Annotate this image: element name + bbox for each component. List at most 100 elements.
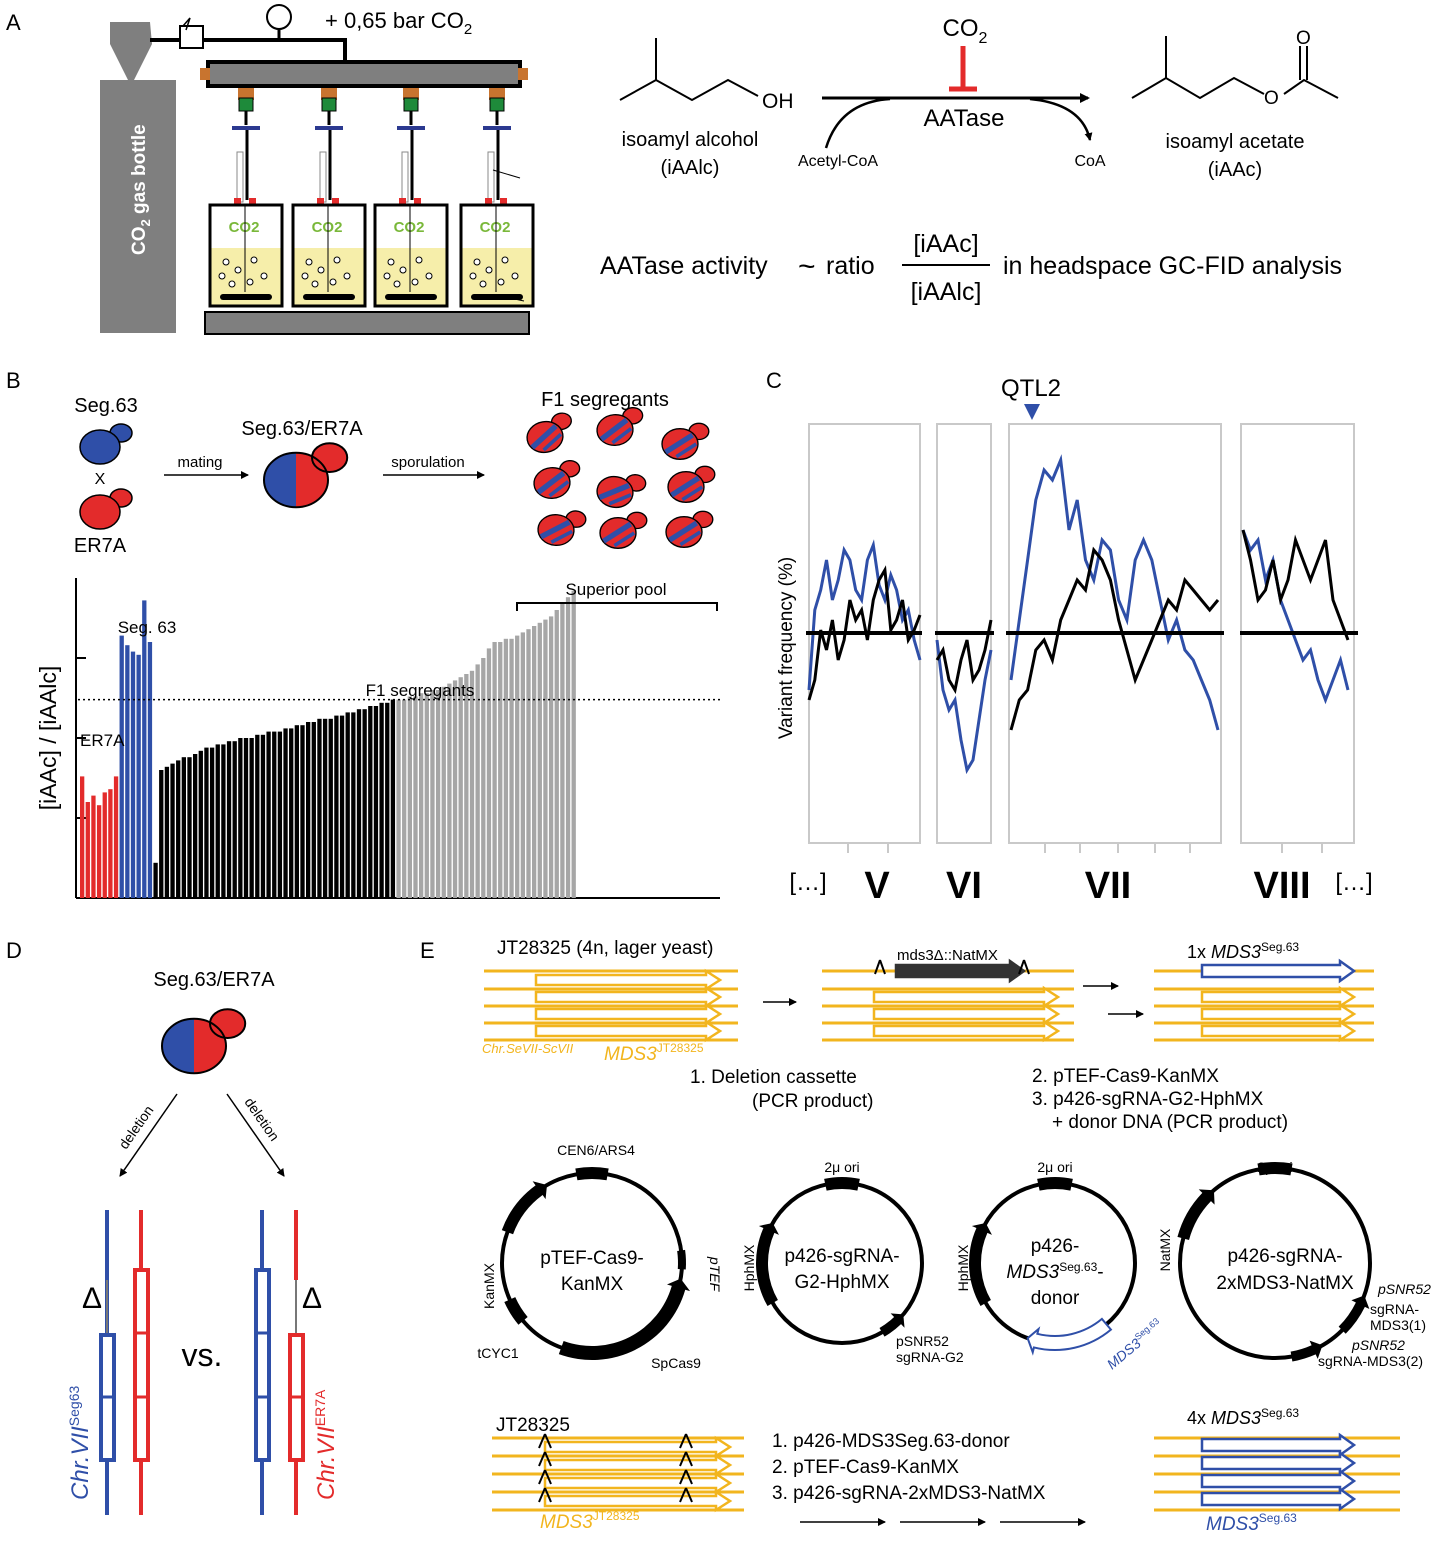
locus-one-copy (1154, 958, 1374, 1043)
f1-cell (667, 465, 716, 503)
formula-denominator: [iAAlc] (911, 278, 982, 306)
chr-label: Chr.SeVII-ScVII (482, 1041, 574, 1056)
p4-promoter2: pSNR52 (1351, 1337, 1405, 1353)
mds3-gene-arrow (872, 1002, 1061, 1026)
bar-f1-segregants (243, 738, 249, 898)
bar-superior-pool (424, 693, 429, 898)
bubble (479, 280, 487, 288)
vial-4: CO2 (459, 88, 535, 308)
panel-d: D Seg.63/ER7A deletion deletion Δ vs. (6, 938, 340, 1515)
mds3-gene-arrow (543, 1471, 733, 1495)
bar-superior-pool (503, 638, 509, 898)
step1-line1: 1. Deletion cassette (690, 1067, 857, 1088)
deletion-arrow-left (119, 1093, 178, 1177)
parent1-label: Seg.63 (74, 395, 137, 417)
bottom-mds3-sup: JT28325 (593, 1509, 640, 1523)
svg-text:+ 0,65 bar CO2: + 0,65 bar CO2 (325, 8, 472, 38)
superior-pool-bracket (516, 602, 718, 611)
formula-approx: ~ (798, 250, 816, 283)
vial-1: CO2 (208, 88, 284, 308)
variant-frequency-black (935, 619, 993, 695)
superior-pool-label: Superior pool (565, 580, 666, 599)
mds3-seg63-arrow (1200, 1450, 1357, 1476)
bar-superior-pool (475, 664, 480, 898)
vial-syringe (319, 151, 327, 203)
valve-box (179, 25, 204, 49)
p1-promoter: pTEF (707, 1256, 723, 1293)
bottom-mds3-label: MDS3 (540, 1512, 593, 1533)
ellipsis-left: […] (789, 869, 826, 896)
gas-line (150, 38, 347, 62)
four-x-prefix: 4x (1187, 1408, 1211, 1428)
bar-f1-segregants (221, 744, 226, 898)
bar-er7a (91, 795, 96, 898)
bar-superior-pool (515, 635, 520, 898)
enzyme-label: AATase (924, 105, 1005, 132)
seg63-cell (79, 423, 133, 465)
cross-symbol: X (95, 471, 106, 488)
cut-site-left (538, 1433, 552, 1449)
formula-right: in headspace GC-FID analysis (1003, 252, 1342, 280)
bar-seg--63 (147, 642, 153, 898)
bar-f1-segregants (317, 718, 322, 898)
bar-f1-segregants (373, 706, 379, 898)
bar-f1-segregants (181, 757, 186, 898)
formula-numerator: [iAAc] (913, 230, 978, 258)
step3b-label: + donor DNA (PCR product) (1052, 1112, 1288, 1133)
mds3-seg63-arrow (1200, 1486, 1357, 1512)
vial-seal-right (414, 198, 421, 205)
p3-ori-label: 2μ ori (1037, 1159, 1072, 1175)
four-x-bottom-gene: MDS3 (1206, 1514, 1259, 1535)
vial-port (403, 88, 419, 100)
p3-name-sup: Seg.63 (1059, 1260, 1097, 1274)
svg-text:MDS3Seg.63-: MDS3Seg.63- (1006, 1260, 1103, 1283)
vial-valve (403, 97, 419, 112)
bubble (415, 256, 423, 264)
bar-superior-pool (537, 622, 542, 898)
ellipsis-right: […] (1335, 869, 1372, 896)
er7a-cell (79, 488, 133, 530)
bar-superior-pool (492, 642, 497, 898)
vial-body (459, 203, 535, 308)
p1-gene: SpCas9 (651, 1355, 701, 1371)
variant-frequency-black (807, 565, 922, 701)
cell-body (79, 429, 121, 465)
bar-superior-pool (486, 648, 492, 898)
variant-frequency-blue (1009, 454, 1220, 731)
bubble (399, 266, 407, 274)
mds3-seg63-arrow (1200, 1468, 1357, 1494)
bar-superior-pool (396, 699, 401, 898)
cell-body-left (161, 1018, 194, 1074)
mds3-gene-arrow (543, 1435, 733, 1459)
bar-superior-pool (452, 680, 458, 898)
bar-superior-pool (458, 677, 463, 898)
svg-text:MDS3JT28325: MDS3JT28325 (604, 1041, 704, 1065)
p4-ori-label: 2μ ori (1257, 1159, 1292, 1175)
mds3-gene-arrow (543, 1489, 733, 1513)
bottom-step1: 1. p426-MDS3Seg.63-donor (772, 1431, 1010, 1452)
bar-er7a (96, 805, 102, 898)
p2-name-l2: G2-HphMX (794, 1272, 889, 1293)
bar-superior-pool (469, 670, 475, 898)
bubble (511, 272, 519, 280)
oh-label: OH (762, 90, 794, 113)
p1-name-l2: KanMX (561, 1274, 624, 1295)
vial-syringe (236, 151, 244, 203)
er7a-chart-label: ER7A (80, 731, 125, 750)
bar-f1-segregants (272, 731, 277, 898)
bubble (383, 272, 391, 280)
plasmid-sgrna-g2 (755, 1177, 924, 1345)
bar-superior-pool (560, 603, 565, 898)
step1-line2: (PCR product) (752, 1091, 873, 1112)
bar-f1-segregants (187, 757, 192, 898)
delta-right: Δ (302, 1282, 322, 1315)
p1-ori-label: CEN6/ARS4 (557, 1142, 635, 1158)
f1-cell (661, 422, 710, 460)
right-chr-sup: ER7A (312, 1389, 328, 1426)
f1-cell (596, 407, 644, 446)
bar-f1-segregants (255, 734, 260, 898)
bubble (311, 280, 319, 288)
left-chr-sup: Seg63 (66, 1386, 82, 1427)
bar-f1-segregants (368, 706, 373, 898)
